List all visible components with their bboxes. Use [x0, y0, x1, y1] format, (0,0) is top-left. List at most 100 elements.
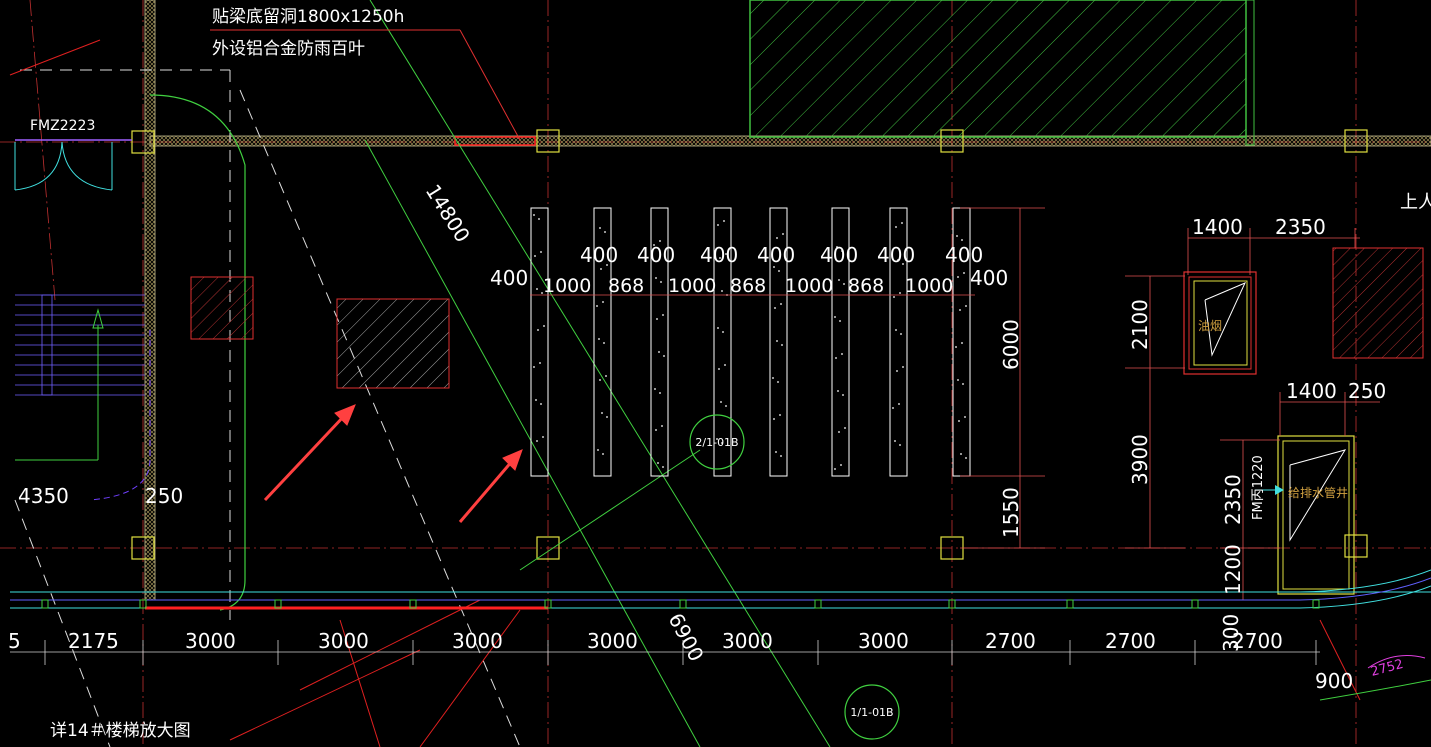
edge-tick	[1312, 599, 1320, 609]
louver-speck	[659, 240, 661, 242]
bottom-dim: 3000	[722, 629, 773, 653]
stair-area	[14, 94, 246, 611]
louver-bar-0	[530, 207, 549, 477]
louver-speck	[540, 251, 542, 253]
louver-top-dim: 400	[945, 243, 983, 267]
oil-flue-label: 油烟	[1198, 319, 1222, 333]
louver-speck	[719, 257, 721, 259]
louver-speck	[606, 416, 608, 418]
louver-top-dim: 400	[637, 243, 675, 267]
louver-speck	[964, 416, 966, 418]
louver-speck	[720, 401, 722, 403]
louver-speck	[723, 220, 725, 222]
hatched-box-small	[190, 276, 254, 340]
louver-speck	[774, 307, 776, 309]
dashed-diagonals	[14, 69, 521, 747]
louver-speck	[843, 283, 845, 285]
louver-speck	[956, 235, 958, 237]
louver-gap-dim: 1000	[785, 275, 833, 297]
louver-speck	[896, 370, 898, 372]
dim-2350v: 2350	[1221, 474, 1245, 525]
louver-speck	[535, 399, 537, 401]
louver-speck	[965, 457, 967, 459]
louver-speck	[838, 279, 840, 281]
louver-speck	[773, 266, 775, 268]
louver-speck	[961, 239, 963, 241]
louver-speck	[655, 277, 657, 279]
edge-tick	[544, 599, 552, 609]
louver-gap-dim: 868	[730, 275, 766, 297]
louver-gap-dim: 868	[608, 275, 644, 297]
ref-1-label: 1/1-01B	[850, 706, 893, 719]
louver-speck	[897, 259, 899, 261]
louver-speck	[963, 272, 965, 274]
louver-bar-6	[889, 207, 908, 477]
louver-speck	[894, 440, 896, 442]
louver-bar-3	[713, 207, 732, 477]
louver-speck	[662, 466, 664, 468]
louver-speck	[957, 379, 959, 381]
louver-speck	[895, 226, 897, 228]
dim-3900: 3900	[1128, 434, 1152, 485]
louver-speck	[773, 418, 775, 420]
louver-gap-dim: 1000	[905, 275, 953, 297]
louver-speck	[836, 246, 838, 248]
louver-bar-5	[831, 207, 850, 477]
louver-speck	[775, 451, 777, 453]
dim-6000: 6000	[999, 319, 1023, 370]
louver-speck	[724, 364, 726, 366]
dim-250b: 250	[1348, 379, 1386, 403]
louver-speck	[541, 292, 543, 294]
louver-speck	[838, 431, 840, 433]
louver-speck	[902, 263, 904, 265]
louver-bar-2	[650, 207, 669, 477]
louver-speck	[781, 344, 783, 346]
dim-2350h: 2350	[1275, 215, 1326, 239]
louver-speck	[653, 244, 655, 246]
plumbing-shaft	[1255, 435, 1355, 595]
bottom-edge	[10, 569, 1431, 701]
louver-speck	[722, 331, 724, 333]
louver-speck	[662, 314, 664, 316]
louver-speck	[780, 303, 782, 305]
louver-speck	[605, 375, 607, 377]
louver-speck	[599, 379, 601, 381]
louver-speck	[601, 412, 603, 414]
louver-speck	[899, 292, 901, 294]
bottom-dim: 2175	[68, 629, 119, 653]
louver-top-dim: 400	[877, 243, 915, 267]
bottom-dim: 3000	[587, 629, 638, 653]
louver-speck	[900, 333, 902, 335]
louver-speck	[604, 231, 606, 233]
louver-speck	[598, 338, 600, 340]
louver-speck	[895, 329, 897, 331]
louver-gap-dim: 1000	[668, 275, 716, 297]
louver-speck	[658, 351, 660, 353]
red-lines	[9, 39, 1361, 747]
louver-speck	[893, 296, 895, 298]
bottom-dim: 3000	[185, 629, 236, 653]
hatched-box-right	[1332, 247, 1424, 359]
louver-speck	[782, 233, 784, 235]
edge-tick	[814, 599, 822, 609]
dim-5: 5	[8, 629, 21, 653]
louver-side-right: 400	[970, 266, 1008, 290]
louver-speck	[600, 268, 602, 270]
louver-speck	[603, 342, 605, 344]
dim-1400b: 1400	[1286, 379, 1337, 403]
dim-1550: 1550	[999, 487, 1023, 538]
louver-speck	[660, 281, 662, 283]
louver-speck	[839, 320, 841, 322]
louver-speck	[536, 440, 538, 442]
louver-speck	[536, 288, 538, 290]
louver-speck	[965, 305, 967, 307]
right-dim-lines	[1125, 228, 1380, 600]
edge-tick	[409, 599, 417, 609]
louver-speck	[538, 218, 540, 220]
edge-tick	[948, 599, 956, 609]
louver-speck	[899, 444, 901, 446]
